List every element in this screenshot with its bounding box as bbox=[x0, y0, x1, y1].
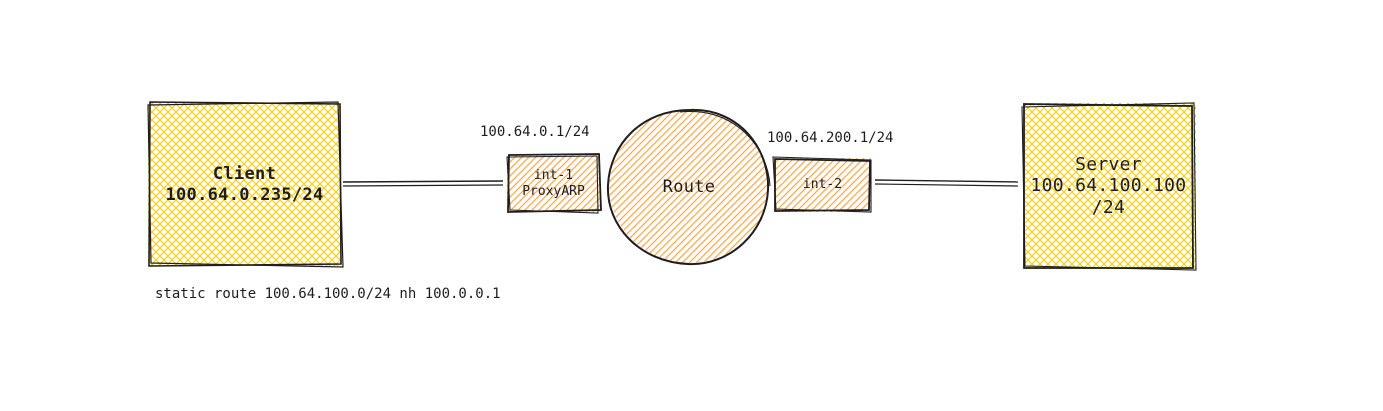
int1-address-label: 100.64.0.1/24 bbox=[480, 124, 590, 140]
int1-mode: ProxyARP bbox=[522, 183, 585, 199]
router-title: Route bbox=[662, 176, 716, 197]
link-int2-server bbox=[874, 179, 1019, 187]
static-route-label: static route 100.64.100.0/24 nh 100.0.0.… bbox=[155, 286, 501, 302]
server-address: 100.64.100.100 bbox=[1030, 175, 1187, 197]
int2-address-label: 100.64.200.1/24 bbox=[767, 130, 894, 146]
server-title: Server bbox=[1075, 153, 1142, 175]
server-prefix: /24 bbox=[1091, 196, 1126, 218]
router-node bbox=[606, 108, 771, 266]
int1-title: int-1 bbox=[533, 167, 574, 183]
int2-title: int-2 bbox=[802, 177, 843, 193]
client-node bbox=[147, 101, 344, 268]
server-node bbox=[1021, 102, 1197, 271]
int2-label: int-2 bbox=[774, 159, 871, 211]
int1-node bbox=[506, 153, 602, 214]
int2-node bbox=[772, 156, 872, 213]
link-client-int1 bbox=[342, 180, 504, 187]
router-label: Route bbox=[610, 110, 768, 264]
client-title: Client bbox=[212, 164, 277, 185]
server-label: Server 100.64.100.100 /24 bbox=[1023, 104, 1194, 268]
int1-label: int-1 ProxyARP bbox=[507, 155, 600, 212]
client-label: Client 100.64.0.235/24 bbox=[148, 103, 341, 266]
client-address: 100.64.0.235/24 bbox=[165, 184, 324, 205]
